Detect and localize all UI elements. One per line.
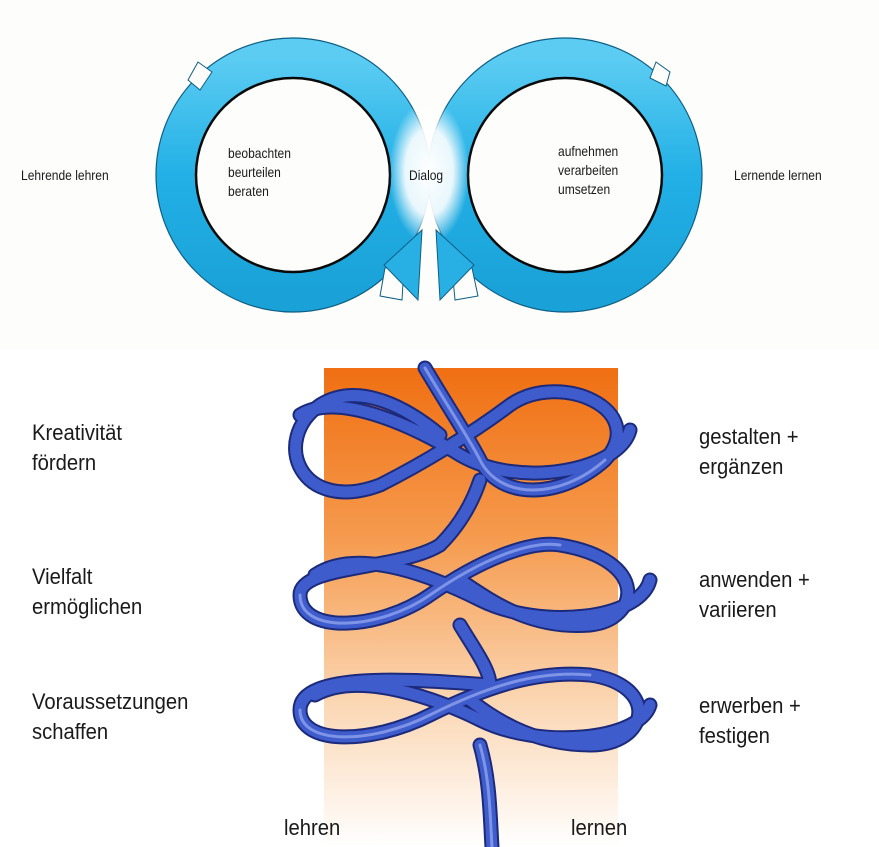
label-lernende-lernen: Lernende lernen — [734, 166, 822, 185]
left-label-2: Vielfalt ermöglichen — [32, 562, 142, 622]
left-label-line: schaffen — [32, 717, 188, 747]
right-loop-line: verarbeiten — [558, 161, 618, 180]
right-label-1: gestalten + ergänzen — [699, 422, 799, 482]
right-label-2: anwenden + variieren — [699, 565, 810, 625]
right-label-line: gestalten + — [699, 422, 799, 452]
left-loop-text: beobachten beurteilen beraten — [228, 144, 291, 201]
right-label-line: erwerben + — [699, 691, 801, 721]
left-label-line: fördern — [32, 448, 122, 478]
rope-diagram: Kreativität fördern Vielfalt ermöglichen… — [0, 350, 879, 847]
right-loop-text: aufnehmen verarbeiten umsetzen — [558, 142, 618, 199]
right-loop-line: umsetzen — [558, 180, 618, 199]
left-loop-line: beraten — [228, 182, 291, 201]
left-label-1: Kreativität fördern — [32, 418, 122, 478]
left-label-line: ermöglichen — [32, 592, 142, 622]
left-label-3: Voraussetzungen schaffen — [32, 687, 188, 747]
left-label-line: Kreativität — [32, 418, 122, 448]
left-label-line: Vielfalt — [32, 562, 142, 592]
right-label-line: ergänzen — [699, 452, 799, 482]
left-loop-line: beurteilen — [228, 163, 291, 182]
right-loop-line: aufnehmen — [558, 142, 618, 161]
left-label-line: Voraussetzungen — [32, 687, 188, 717]
label-lehren: lehren — [284, 813, 340, 843]
right-label-line: anwenden + — [699, 565, 810, 595]
label-dialog: Dialog — [409, 166, 443, 185]
label-lehrende-lehren: Lehrende lehren — [21, 166, 109, 185]
right-label-line: variieren — [699, 595, 810, 625]
dialog-diagram: Lehrende lehren Lernende lernen Dialog b… — [0, 0, 879, 350]
left-loop-line: beobachten — [228, 144, 291, 163]
right-label-3: erwerben + festigen — [699, 691, 801, 751]
label-lernen: lernen — [571, 813, 627, 843]
right-label-line: festigen — [699, 721, 801, 751]
left-loop — [176, 58, 410, 292]
